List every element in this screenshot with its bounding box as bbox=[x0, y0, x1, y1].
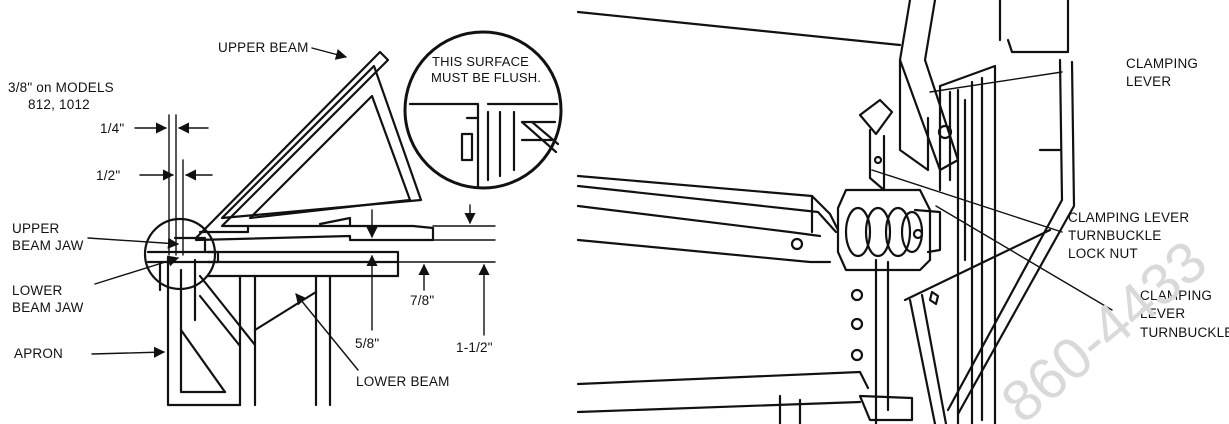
turnbuckle-label-1: CLAMPING bbox=[1140, 288, 1212, 303]
right-leaders bbox=[871, 71, 1113, 311]
dim-quarter-label: 1/4" bbox=[100, 121, 124, 136]
lock-nut-label-1: CLAMPING LEVER bbox=[1068, 210, 1189, 225]
dim-one-and-half-label: 1-1/2" bbox=[456, 340, 493, 355]
turnbuckle-label-3: TURNBUCKLE bbox=[1140, 325, 1229, 340]
dim-seven-eighths-label: 7/8" bbox=[410, 293, 434, 308]
apron-drawing bbox=[166, 256, 242, 407]
lock-nut-label-3: LOCK NUT bbox=[1068, 246, 1138, 261]
models-note-line2: 812, 1012 bbox=[28, 97, 90, 112]
upper-beam-label: UPPER BEAM bbox=[218, 40, 309, 55]
lower-beam-jaw-label-2: BEAM JAW bbox=[12, 300, 84, 315]
vertical-dim-lines bbox=[134, 114, 213, 256]
upper-beam-jaw-label-2: BEAM JAW bbox=[12, 238, 84, 253]
lock-nut-label-2: TURNBUCKLE bbox=[1068, 228, 1162, 243]
left-diagram: UPPER BEAM 3/8" on MODELS 812, 1012 1/4"… bbox=[8, 30, 563, 407]
upper-beam-jaw-label-1: UPPER bbox=[12, 221, 60, 236]
dim-half-label: 1/2" bbox=[96, 168, 120, 183]
lower-beam-drawing bbox=[198, 250, 400, 407]
turnbuckle-drawing bbox=[836, 188, 942, 306]
dim-five-eighths-label: 5/8" bbox=[355, 336, 379, 351]
inset-flush-detail bbox=[403, 30, 563, 190]
inset-note-line2: MUST BE FLUSH. bbox=[431, 70, 541, 85]
inset-note-line1: THIS SURFACE bbox=[432, 54, 529, 69]
beam-drawing bbox=[576, 174, 870, 414]
apron-label: APRON bbox=[14, 346, 63, 361]
upper-beam-drawing bbox=[194, 50, 435, 242]
clamping-lever-drawing bbox=[858, 0, 960, 192]
diagonal-brace-drawing bbox=[903, 0, 1076, 416]
lower-beam-label: LOWER BEAM bbox=[356, 374, 450, 389]
right-diagram: CLAMPING LEVER CLAMPING LEVER TURNBUCKLE… bbox=[576, 0, 1229, 424]
models-note-line1: 3/8" on MODELS bbox=[8, 80, 114, 95]
lower-beam-jaw-label-1: LOWER bbox=[12, 283, 63, 298]
horizontal-dim-lines bbox=[366, 204, 496, 336]
left-leaders bbox=[87, 47, 359, 371]
clamping-lever-label-2: LEVER bbox=[1126, 74, 1171, 89]
turnbuckle-label-2: LEVER bbox=[1140, 306, 1185, 321]
clamping-lever-label-1: CLAMPING bbox=[1126, 56, 1198, 71]
